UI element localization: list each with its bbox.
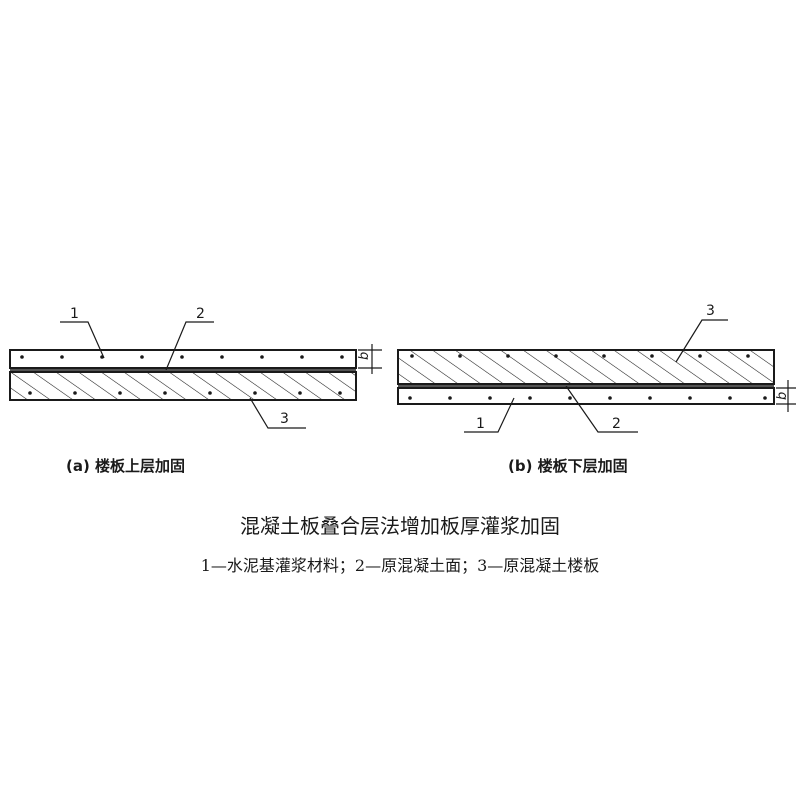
panel-a-slab-rebar	[28, 391, 342, 395]
panel-a-label-1: 1	[70, 306, 79, 322]
figure-legend: 1—水泥基灌浆材料；2—原混凝土面；3—原混凝土楼板	[200, 556, 600, 575]
panel-b-grout-layer	[397, 387, 775, 405]
panel-b-label-3: 3	[706, 303, 715, 319]
panel-a-section: b 1 2 3	[9, 306, 382, 429]
panel-a-dimension-label: b	[357, 352, 372, 360]
panel-b-dimension-label: b	[775, 392, 790, 400]
panel-a-leader-2	[165, 321, 214, 371]
panel-b-bottom-rebar	[408, 396, 767, 400]
panel-b-slab-rebar	[410, 354, 750, 358]
panel-a-label-3: 3	[280, 411, 289, 427]
panel-a-original-slab	[9, 371, 357, 401]
panel-b-leader-3	[675, 319, 728, 363]
panel-a-dimension	[358, 344, 382, 374]
panel-b-caption: (b) 楼板下层加固	[508, 457, 628, 475]
panel-a-leader-1	[60, 321, 105, 359]
panel-b-dimension	[776, 380, 796, 412]
panel-b-label-1: 1	[476, 416, 485, 432]
panel-b-leader-1	[464, 397, 515, 433]
panel-a-label-2: 2	[196, 306, 205, 322]
panel-a-grout-layer	[9, 349, 357, 369]
figure-title: 混凝土板叠合层法增加板厚灌浆加固	[240, 514, 560, 538]
panel-b-label-2: 2	[612, 416, 621, 432]
panel-a-caption: (a) 楼板上层加固	[66, 457, 186, 475]
panel-b-section: b 3 1 2	[397, 303, 796, 433]
panel-b-leader-2	[565, 385, 638, 433]
panel-b-original-slab	[397, 349, 775, 385]
panel-a-leader-3	[249, 397, 306, 429]
